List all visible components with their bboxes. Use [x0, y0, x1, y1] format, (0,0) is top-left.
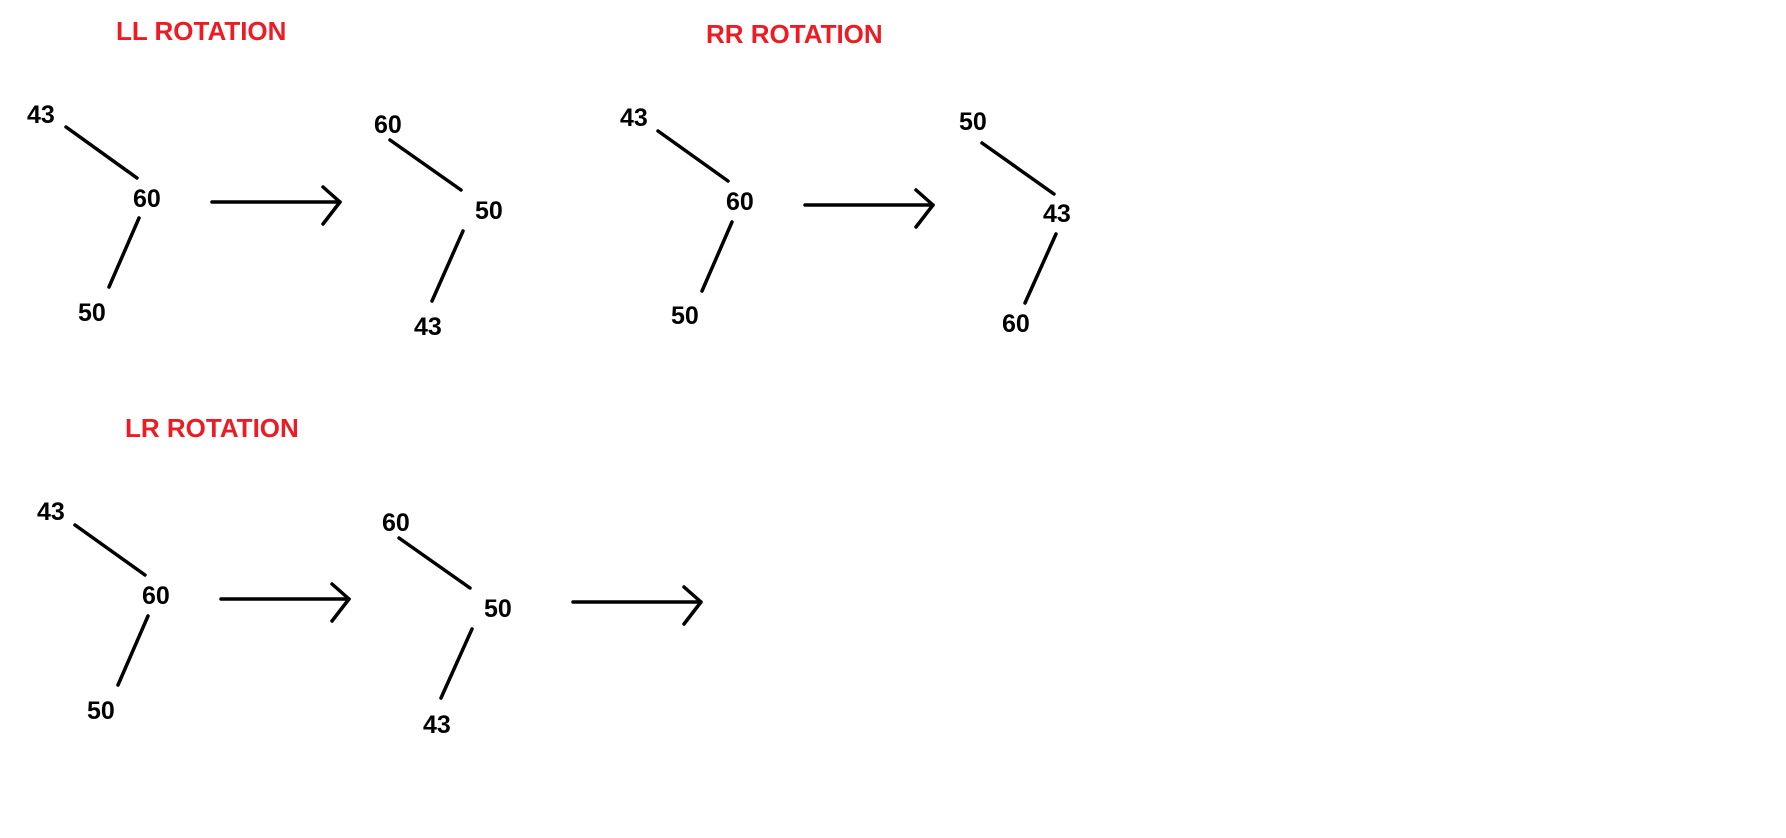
rr-before-top-node: 43	[620, 104, 648, 132]
ll-before-middle-node: 60	[133, 185, 161, 213]
ll-after-top-node: 60	[374, 111, 402, 139]
ll-after-top-edge	[388, 138, 463, 192]
rr-tree-before: 43 60 50	[620, 104, 754, 330]
ll-after-bottom-edge	[430, 229, 465, 303]
lr-after-bottom-node: 43	[423, 711, 451, 739]
lr-after-bottom-edge	[439, 627, 474, 700]
ll-rotation-section: LL ROTATION 43 60 50 60 50 43	[27, 16, 503, 341]
ll-before-top-edge	[64, 125, 139, 180]
lr-before-top-node: 43	[37, 498, 65, 526]
rr-arrow	[803, 188, 935, 229]
ll-tree-after: 60 50 43	[374, 111, 503, 341]
lr-before-bottom-node: 50	[87, 697, 115, 725]
rr-after-bottom-edge	[1023, 232, 1058, 305]
rr-after-bottom-node: 60	[1002, 310, 1030, 338]
lr-rotation-title: LR ROTATION	[125, 413, 299, 443]
ll-after-middle-node: 50	[475, 197, 503, 225]
lr-after-top-edge	[397, 536, 472, 590]
ll-before-top-node: 43	[27, 101, 55, 129]
lr-rotation-section: LR ROTATION 43 60 50 60 50 43	[37, 413, 703, 739]
lr-before-middle-node: 60	[142, 582, 170, 610]
ll-after-bottom-node: 43	[414, 313, 442, 341]
rr-after-top-edge	[980, 141, 1056, 196]
lr-before-top-edge	[73, 523, 147, 577]
rr-rotation-section: RR ROTATION 43 60 50 50 43 60	[620, 19, 1071, 338]
lr-before-bottom-edge	[116, 614, 150, 687]
rr-before-bottom-node: 50	[671, 302, 699, 330]
rr-after-middle-node: 43	[1043, 200, 1071, 228]
rr-before-middle-node: 60	[726, 188, 754, 216]
rr-before-top-edge	[656, 129, 730, 183]
rr-tree-after: 50 43 60	[959, 108, 1071, 338]
lr-tree-after: 60 50 43	[382, 509, 512, 739]
lr-after-top-node: 60	[382, 509, 410, 537]
ll-tree-before: 43 60 50	[27, 101, 161, 327]
ll-before-bottom-edge	[107, 216, 141, 289]
ll-arrow	[210, 185, 342, 226]
lr-after-middle-node: 50	[484, 595, 512, 623]
lr-arrow-1	[219, 582, 351, 623]
lr-arrow-2	[571, 585, 703, 626]
lr-tree-before: 43 60 50	[37, 498, 170, 725]
rr-rotation-title: RR ROTATION	[706, 19, 883, 49]
ll-before-bottom-node: 50	[78, 299, 106, 327]
rr-before-bottom-edge	[700, 220, 734, 293]
rr-after-top-node: 50	[959, 108, 987, 136]
ll-rotation-title: LL ROTATION	[116, 16, 286, 46]
